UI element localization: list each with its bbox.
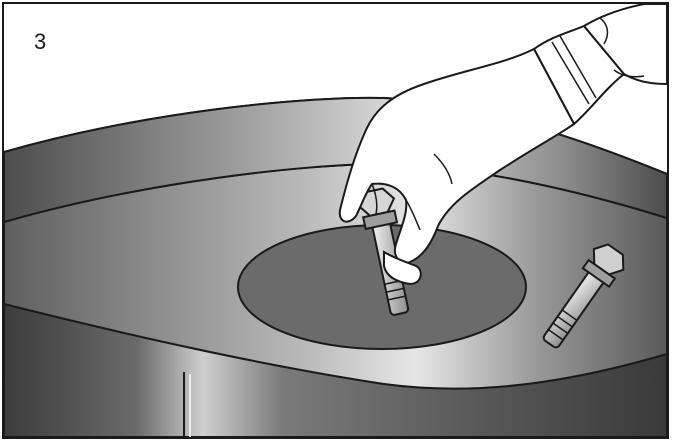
installation-illustration [4, 4, 667, 437]
illustration-frame: 3 [2, 2, 669, 439]
step-number: 3 [34, 31, 46, 53]
